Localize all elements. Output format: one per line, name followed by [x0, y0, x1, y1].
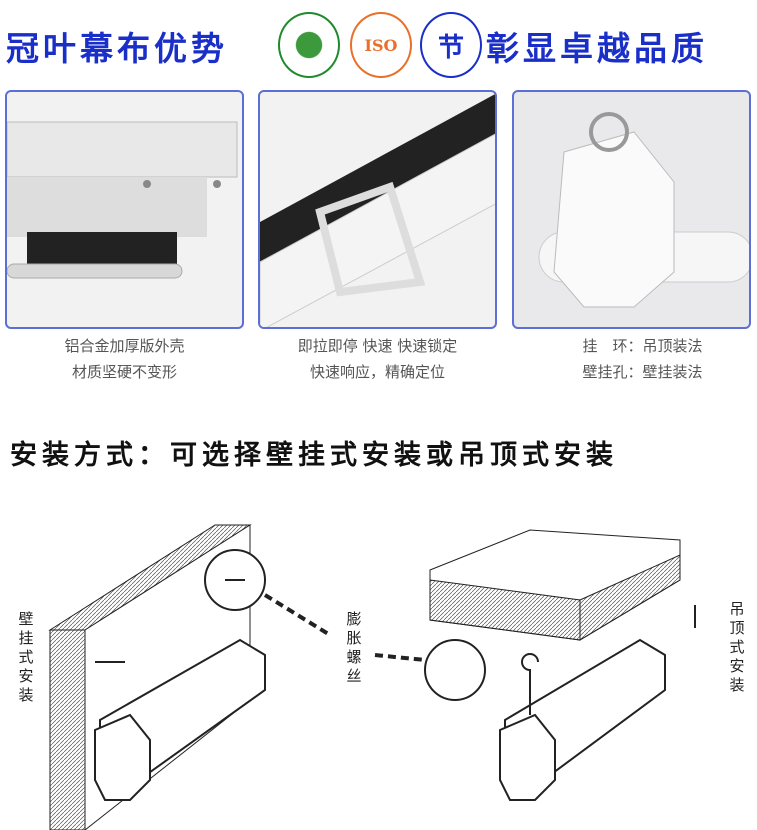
caption-line: 壁挂孔：壁挂装法 — [582, 363, 703, 381]
caption-line: 铝合金加厚版外壳 — [64, 337, 185, 355]
caption-3: 挂 环：吊顶装法壁挂孔：壁挂装法 — [520, 333, 757, 385]
ceiling-mount-label: 吊顶式安装 — [729, 600, 745, 694]
iso-logo: ISO — [350, 12, 412, 78]
caption-line: 快速响应，精确定位 — [309, 363, 445, 381]
energy-cert-logo: 节 — [420, 12, 482, 78]
energy-logo-text: 节 — [437, 32, 464, 63]
wall-mount-label: 壁挂式安装 — [18, 610, 34, 704]
iso-logo-text: ISO — [364, 35, 398, 55]
install-diagram — [48, 524, 696, 830]
expansion-screw-label: 膨胀螺丝 — [346, 610, 362, 685]
header-left-text: 冠叶幕布优势 — [6, 29, 228, 68]
photo-pull-handle — [258, 90, 497, 329]
ecolabel-logo — [278, 12, 340, 78]
caption-line: 挂 环：吊顶装法 — [582, 337, 703, 355]
caption-line: 即拉即停 快速 快速锁定 — [297, 337, 458, 355]
install-title: 安装方式：可选择壁挂式安装或吊顶式安装 — [10, 440, 618, 471]
header-right-text: 彰显卓越品质 — [486, 29, 708, 68]
photo-end-cap — [512, 90, 751, 329]
photo-aluminium-case — [5, 90, 244, 329]
caption-2: 即拉即停 快速 快速锁定快速响应，精确定位 — [255, 333, 500, 385]
caption-line: 材质坚硬不变形 — [71, 363, 177, 381]
caption-1: 铝合金加厚版外壳材质坚硬不变形 — [2, 333, 247, 385]
